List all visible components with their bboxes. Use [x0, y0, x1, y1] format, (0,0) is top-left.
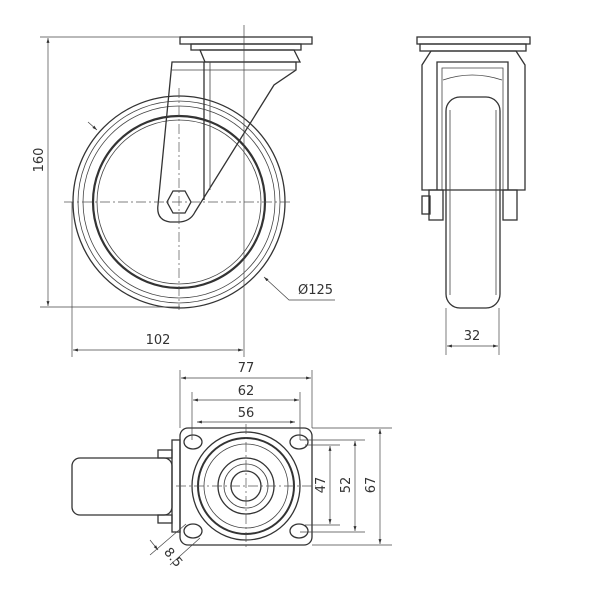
dim-47: 47	[314, 477, 329, 494]
top-view: 77 62 56 47 52 67 8.5	[71, 361, 392, 570]
dim-width-102: 102	[146, 333, 171, 348]
dim-67: 67	[364, 477, 379, 494]
front-view: 160 102 Ø125	[32, 25, 335, 357]
side-wheel-top	[71, 457, 173, 516]
dim-height-160: 160	[32, 148, 47, 173]
dimension-lines	[40, 25, 335, 357]
top-plate	[179, 36, 313, 63]
dimension-lines-top	[149, 370, 392, 566]
dim-wheel-width-32: 32	[464, 329, 481, 344]
dim-hole-8-5: 8.5	[160, 545, 185, 570]
dim-52: 52	[339, 477, 354, 494]
fork	[157, 61, 297, 223]
centerlines	[64, 88, 292, 310]
dim-56: 56	[238, 406, 255, 421]
side-view: 32	[416, 36, 531, 355]
dim-62: 62	[238, 384, 255, 399]
mounting-holes	[183, 434, 309, 539]
dim-diameter-125: Ø125	[298, 283, 333, 298]
dim-77: 77	[238, 361, 255, 376]
side-wheel	[445, 96, 501, 309]
